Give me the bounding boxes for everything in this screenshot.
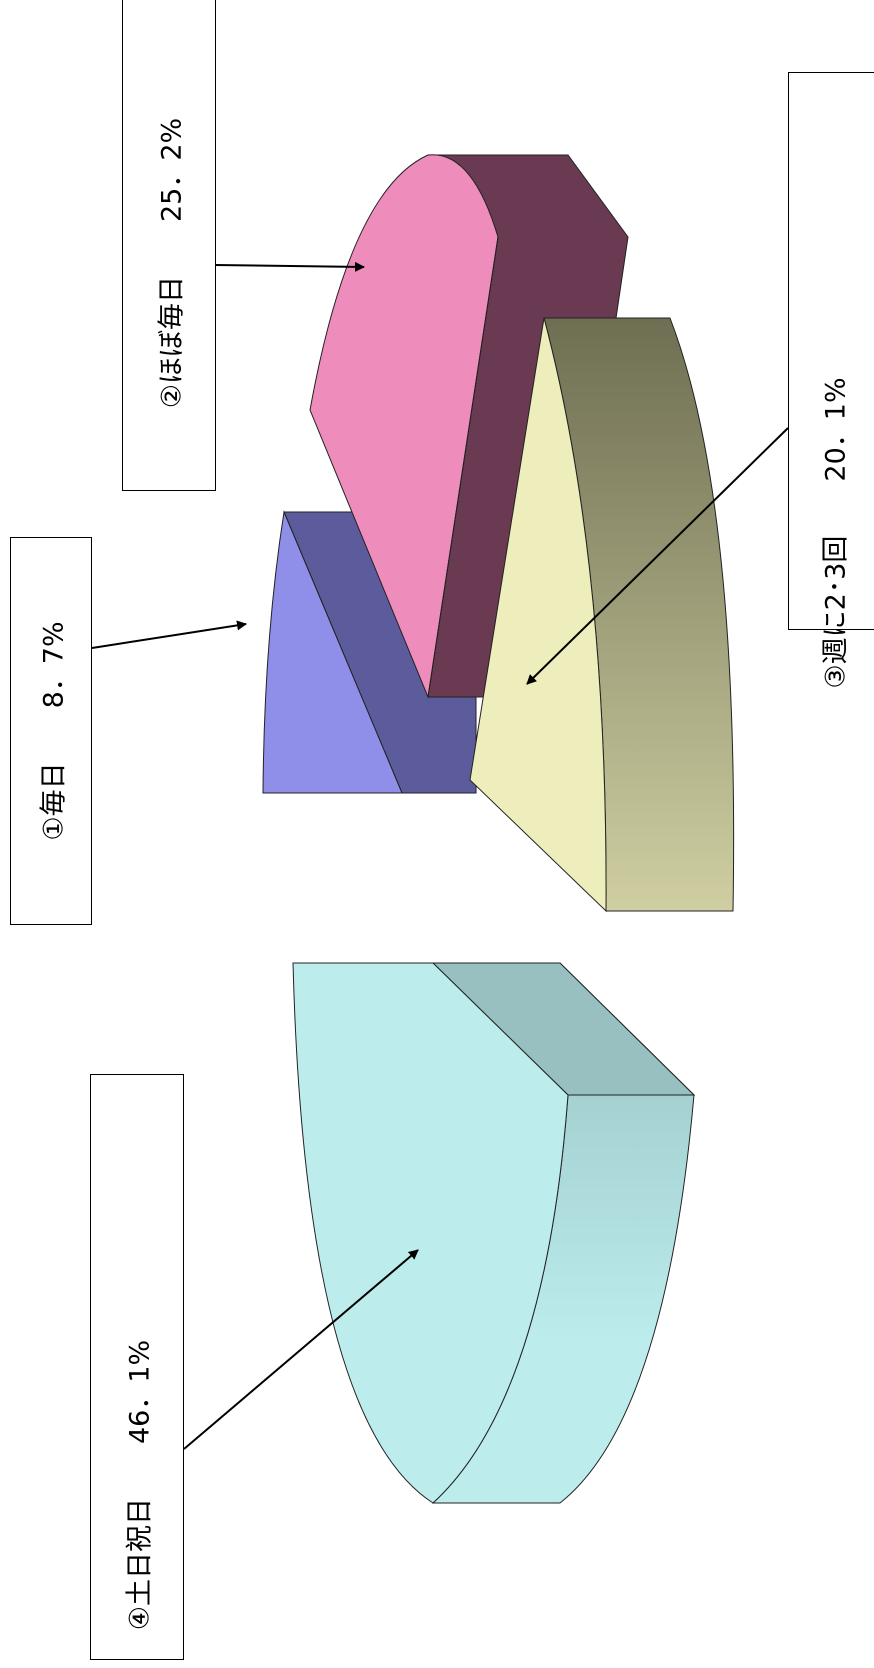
slice-3-face (469, 317, 607, 913)
leader-line-1 (91, 620, 247, 649)
slice-2-face-edge (427, 236, 499, 698)
slice-2-face (309, 154, 499, 699)
slice-3-label-box: ③週に2･3回 20．1% (788, 72, 874, 689)
slice-1-label-box: ①毎日 8．7% (10, 537, 92, 925)
slice-1-label: ①毎日 8．7% (38, 621, 70, 841)
slice-4-label: ④土日祝日 46．1% (124, 1339, 156, 1631)
leader-line-3 (526, 427, 789, 685)
slice-1-face (262, 510, 403, 794)
slice-3-label: ③週に2･3回 20．1% (820, 377, 852, 689)
slice-2-label: ②ほぼ毎日 25．2% (156, 117, 188, 409)
slice-4-face (292, 962, 569, 1504)
leader-line-2 (214, 261, 365, 272)
leader-line-4 (183, 1249, 419, 1450)
slice-4-donichi-shukujitsu (292, 962, 696, 1504)
slice-2-label-box: ②ほぼ毎日 25．2% (122, 0, 216, 491)
slice-4-label-box: ④土日祝日 46．1% (90, 1074, 184, 1660)
slice-3-shu-ni-2-3-kai (469, 317, 735, 913)
